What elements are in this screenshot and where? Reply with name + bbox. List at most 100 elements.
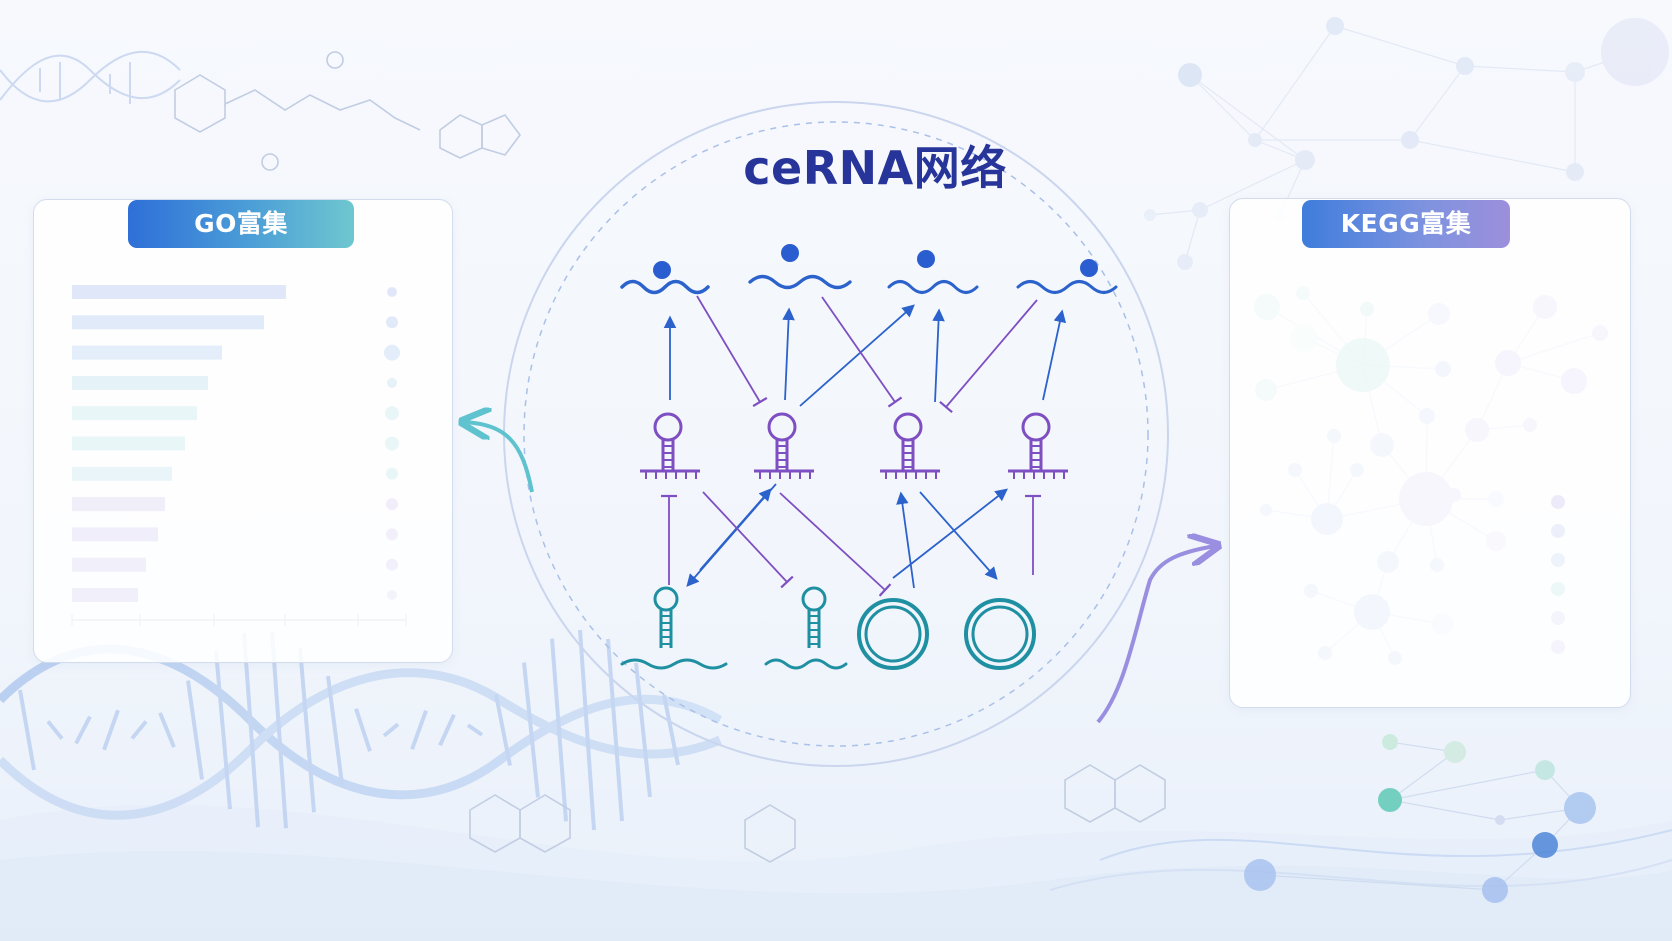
network-node: [1382, 734, 1398, 750]
cerna-network-title: ceRNA网络: [743, 141, 1007, 195]
network-node: [1378, 788, 1402, 812]
network-edge: [1389, 799, 1501, 821]
lncrna-hairpin-icon: [801, 586, 827, 612]
network-edge: [1334, 25, 1466, 67]
inhibition-bar: [780, 575, 794, 589]
flow-arrow-to-kegg: [1096, 546, 1215, 724]
network-graph-icon: [1244, 734, 1596, 903]
mirna-hairpin-icon: [653, 412, 683, 442]
activation-arrow: [799, 304, 915, 407]
circrna-ring-icon: [857, 598, 929, 670]
mrna-strand-icon: [1016, 280, 1118, 294]
circrna-inner-ring: [971, 605, 1029, 663]
network-edge: [1189, 74, 1256, 141]
mrna-cap-dot: [781, 244, 799, 262]
activation-arrow: [1042, 309, 1067, 401]
network-edge: [1199, 159, 1306, 211]
mirna-hairpin-icon: [1021, 412, 1051, 442]
network-node: [1248, 133, 1262, 147]
mirna-hairpin-icon: [893, 412, 923, 442]
network-node: [1326, 17, 1344, 35]
dna-rung: [130, 720, 148, 740]
network-node: [1495, 815, 1505, 825]
network-node: [1535, 760, 1555, 780]
network-node: [1532, 832, 1558, 858]
dna-rung: [214, 650, 232, 810]
mrna-strand-icon: [620, 658, 728, 670]
network-node: [1456, 57, 1474, 75]
network-edge: [1389, 751, 1456, 801]
dna-rung: [102, 709, 120, 751]
molecule-structure-icon: [174, 51, 1166, 863]
activation-arrow: [892, 488, 1008, 579]
network-edge: [1189, 74, 1306, 161]
dna-rung: [438, 713, 456, 747]
network-edge: [1184, 209, 1201, 263]
dna-rung: [326, 675, 344, 785]
network-edge: [1254, 25, 1336, 141]
inhibition-bar: [752, 396, 768, 408]
network-edge: [1389, 769, 1546, 801]
cerna-circle: [503, 101, 1169, 767]
network-node: [1401, 131, 1419, 149]
network-node: [1144, 209, 1156, 221]
dna-rung: [578, 629, 596, 831]
inhibition-line: [702, 491, 788, 583]
dna-rung: [158, 712, 176, 748]
activation-arrow: [782, 307, 795, 401]
dna-rung: [270, 631, 288, 829]
dna-rung: [634, 662, 652, 798]
network-node: [1177, 254, 1193, 270]
circrna-ring-icon: [964, 598, 1036, 670]
mrna-strand-icon: [764, 658, 848, 670]
network-edge: [1409, 65, 1466, 141]
kegg-enrichment-badge: KEGG富集: [1302, 200, 1510, 248]
network-node: [1601, 18, 1669, 86]
network-node: [1178, 63, 1202, 87]
network-node: [1444, 741, 1466, 763]
network-edge: [1409, 139, 1576, 173]
mrna-strand-icon: [620, 279, 710, 295]
dna-rung: [298, 647, 316, 813]
inhibition-line: [696, 295, 761, 403]
mrna-cap-dot: [653, 261, 671, 279]
network-node: [1295, 150, 1315, 170]
network-edge: [1259, 874, 1496, 891]
activation-arrow: [919, 491, 998, 580]
activation-arrow: [699, 488, 772, 571]
dna-rung: [382, 722, 400, 738]
mirna-hairpin-icon: [767, 412, 797, 442]
mrna-cap-dot: [1080, 259, 1098, 277]
activation-arrow: [932, 308, 945, 403]
inhibition-line: [779, 492, 886, 591]
mrna-cap-dot: [917, 250, 935, 268]
network-edge: [1464, 65, 1576, 73]
network-node: [1564, 792, 1596, 824]
cerna-network: [620, 244, 1118, 670]
kegg-panel: [1229, 198, 1631, 708]
background-waves: [0, 804, 1672, 941]
network-node: [1566, 163, 1584, 181]
flow-arrow-to-go: [465, 422, 534, 493]
go-enrichment-badge: GO富集: [128, 200, 354, 248]
inhibition-bar: [887, 396, 903, 408]
dna-rung: [410, 710, 428, 750]
go-panel: [33, 199, 453, 663]
dna-rung: [46, 720, 64, 740]
activation-arrow: [896, 491, 915, 589]
network-node: [1192, 202, 1208, 218]
dna-rung: [494, 694, 512, 766]
dna-rung: [606, 638, 624, 822]
inhibition-line: [945, 299, 1038, 408]
circrna-inner-ring: [864, 605, 922, 663]
mrna-strand-icon: [887, 280, 979, 294]
inhibition-bar: [939, 400, 953, 414]
dna-rung: [466, 723, 484, 737]
dna-rung: [74, 715, 92, 745]
network-node: [1565, 62, 1585, 82]
network-node: [1244, 859, 1276, 891]
network-edge: [1149, 209, 1201, 216]
dna-rung: [242, 632, 260, 828]
dna-helix-icon: [0, 51, 181, 104]
dna-rung: [522, 662, 540, 798]
